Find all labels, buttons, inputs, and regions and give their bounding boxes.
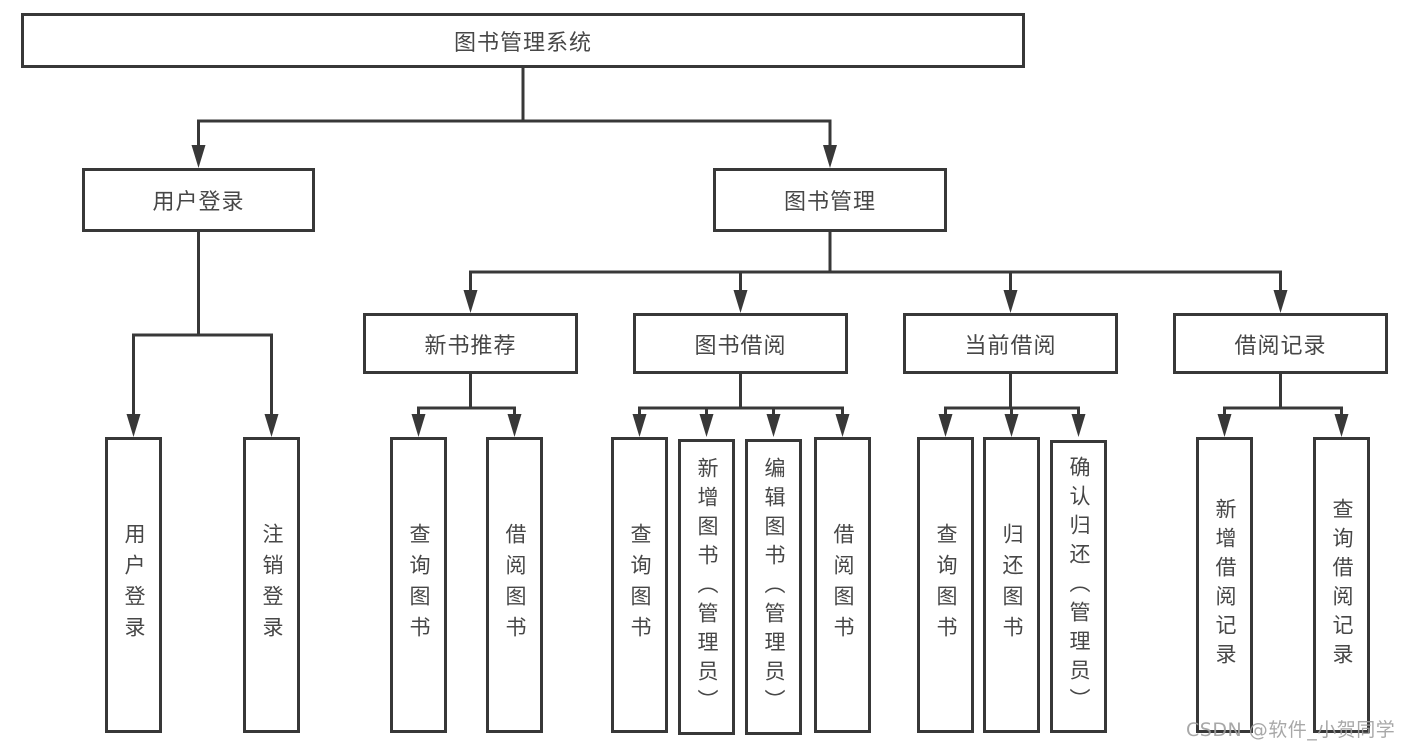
leaf-logout: 注销登录: [243, 437, 300, 733]
leaf-borrow-query-books-label: 查询图书: [628, 523, 652, 647]
csdn-watermark: CSDN @软件_小贺同学: [1186, 719, 1396, 741]
leaf-current-query-books: 查询图书: [917, 437, 974, 733]
leaf-edit-books-admin: 编辑图书（管理员）: [745, 439, 802, 735]
node-new-book-recommend: 新书推荐: [363, 313, 578, 374]
node-root-label: 图书管理系统: [453, 30, 592, 56]
leaf-add-books-admin: 新增图书（管理员）: [678, 439, 735, 735]
leaf-add-books-admin-label: 新增图书（管理员）: [695, 456, 719, 718]
leaf-query-borrow-record-label: 查询借阅记录: [1330, 498, 1354, 672]
node-current-borrow-label: 当前借阅: [964, 333, 1057, 359]
node-current-borrow: 当前借阅: [903, 313, 1118, 374]
leaf-return-books-label: 归还图书: [1000, 523, 1024, 647]
leaf-user-login: 用户登录: [105, 437, 162, 733]
node-book-borrow-label: 图书借阅: [694, 333, 787, 359]
node-borrow-record: 借阅记录: [1173, 313, 1388, 374]
node-book-management: 图书管理: [713, 168, 947, 232]
node-new-book-recommend-label: 新书推荐: [424, 333, 517, 359]
leaf-recommend-borrow-books-label: 借阅图书: [503, 523, 527, 647]
leaf-return-books: 归还图书: [983, 437, 1040, 733]
leaf-current-query-books-label: 查询图书: [934, 523, 958, 647]
leaf-logout-label: 注销登录: [260, 523, 284, 647]
node-book-management-label: 图书管理: [783, 190, 876, 215]
leaf-confirm-return-admin-label: 确认归还（管理员）: [1067, 456, 1091, 717]
leaf-add-borrow-record-label: 新增借阅记录: [1213, 498, 1237, 672]
leaf-borrow-query-books: 查询图书: [611, 437, 668, 733]
leaf-borrow-books: 借阅图书: [814, 437, 871, 733]
leaf-edit-books-admin-label: 编辑图书（管理员）: [762, 456, 786, 718]
node-user-login: 用户登录: [82, 168, 315, 232]
node-user-login-label: 用户登录: [152, 190, 245, 215]
leaf-query-borrow-record: 查询借阅记录: [1313, 437, 1370, 733]
node-borrow-record-label: 借阅记录: [1234, 333, 1327, 359]
node-book-borrow: 图书借阅: [633, 313, 848, 374]
leaf-recommend-query-books-label: 查询图书: [407, 523, 431, 647]
leaf-confirm-return-admin: 确认归还（管理员）: [1050, 440, 1107, 733]
leaf-recommend-query-books: 查询图书: [390, 437, 447, 733]
node-root: 图书管理系统: [21, 13, 1025, 68]
leaf-add-borrow-record: 新增借阅记录: [1196, 437, 1253, 733]
leaf-recommend-borrow-books: 借阅图书: [486, 437, 543, 733]
leaf-borrow-books-label: 借阅图书: [831, 523, 855, 647]
leaf-user-login-label: 用户登录: [122, 523, 146, 647]
